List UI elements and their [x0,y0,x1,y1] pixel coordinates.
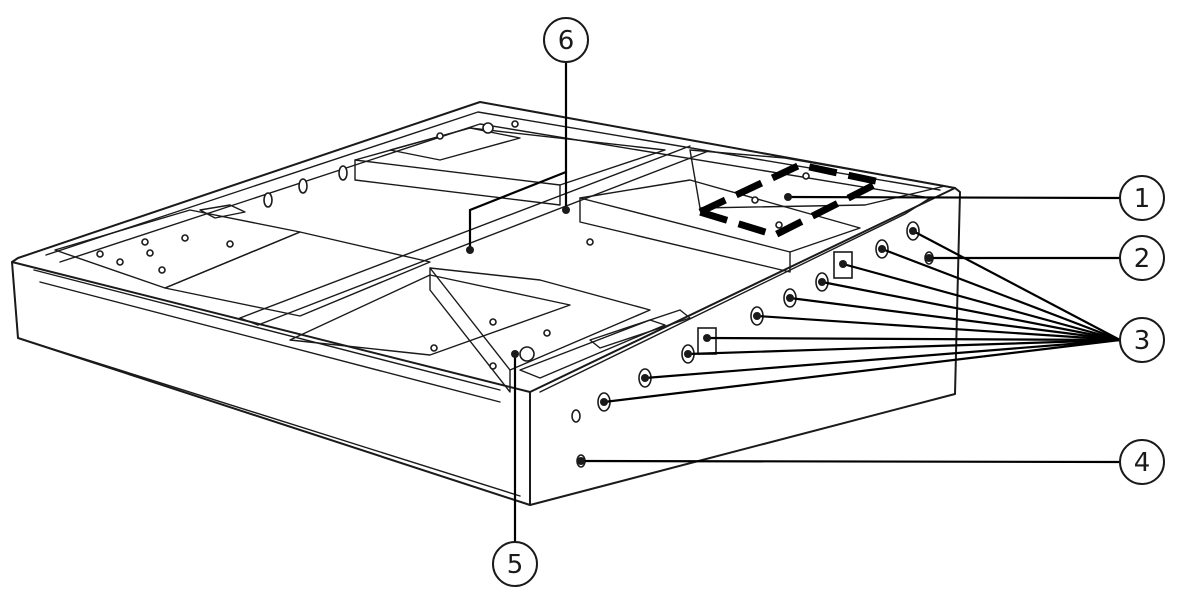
callout-5-label: 5 [507,550,524,580]
callout-3: 3 [1119,317,1165,363]
chassis-body [11,101,961,506]
callout-1: 1 [1119,175,1165,221]
callout-4: 4 [1119,439,1165,485]
leader-lines [466,60,1122,544]
callout-4-label: 4 [1134,448,1151,478]
callout-6-label: 6 [558,26,575,56]
callout-2-label: 2 [1134,244,1151,274]
callout-3-label: 3 [1134,326,1151,356]
interior-structure [54,127,946,393]
dashed-mounting-zone [690,161,891,239]
callout-6: 6 [543,17,589,63]
callout-2: 2 [1119,235,1165,281]
callout-5: 5 [492,541,538,587]
callout-1-label: 1 [1134,184,1151,214]
